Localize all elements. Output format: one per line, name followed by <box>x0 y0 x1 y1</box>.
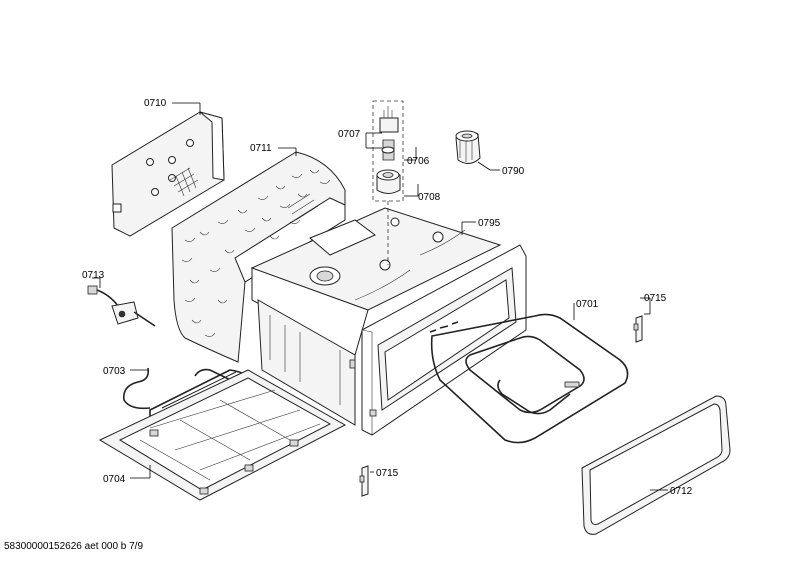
callout-0706: 0706 <box>407 156 430 167</box>
document-reference: 58300000152626 aet 000 b 7/9 <box>4 541 144 552</box>
callout-labels: 0710 0711 0707 0706 0708 0790 0795 0713 … <box>82 98 693 497</box>
part-cap-0790 <box>455 130 481 164</box>
part-grill-element <box>429 313 629 444</box>
callout-0707: 0707 <box>338 129 361 140</box>
part-bracket-right <box>633 315 643 343</box>
leader-lines <box>92 102 668 491</box>
part-oven-cavity <box>250 207 527 436</box>
callout-0712: 0712 <box>670 486 693 497</box>
callout-0703: 0703 <box>103 366 126 377</box>
part-insulation-wrap <box>171 151 346 363</box>
callout-0701: 0701 <box>576 299 599 310</box>
callout-0704: 0704 <box>103 474 126 485</box>
callout-0708: 0708 <box>418 192 441 203</box>
callout-0711: 0711 <box>250 143 272 154</box>
callout-0713: 0713 <box>82 270 105 281</box>
callout-0795: 0795 <box>478 218 501 229</box>
part-temperature-sensor <box>87 285 156 327</box>
callout-0715-bottom: 0715 <box>376 468 399 479</box>
callout-0710: 0710 <box>144 98 167 109</box>
part-door-seal <box>581 395 731 535</box>
callout-0790: 0790 <box>502 166 525 177</box>
part-fan-motor-group <box>372 100 404 265</box>
part-bracket-bottom <box>359 465 369 497</box>
callout-0715-right: 0715 <box>644 293 667 304</box>
part-heater-frame <box>98 369 347 501</box>
